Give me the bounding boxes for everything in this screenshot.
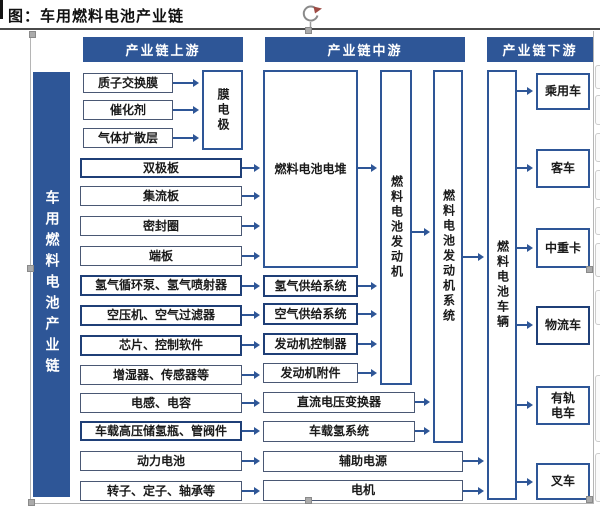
node-catalyst: 催化剂 xyxy=(83,100,173,120)
cropped-shape-artifact xyxy=(595,95,600,125)
flow-arrow xyxy=(463,457,484,466)
flow-arrow xyxy=(242,371,260,380)
node-fuel-cell-engine: 燃料电池发动机 xyxy=(380,70,412,385)
node-electric-motor: 电机 xyxy=(263,480,463,501)
node-hydrogen-supply-system: 氢气供给系统 xyxy=(263,275,358,297)
node-auxiliary-power: 辅助电源 xyxy=(263,451,463,472)
node-forklift: 叉车 xyxy=(536,463,590,500)
flow-arrow xyxy=(242,399,260,408)
node-air-supply-system: 空气供给系统 xyxy=(263,303,358,325)
flow-arrow xyxy=(358,340,377,349)
flow-arrow xyxy=(517,164,533,173)
node-humidifier-sensors: 增湿器、传感器等 xyxy=(80,365,242,385)
header-midstream: 产业链中游 xyxy=(265,37,465,62)
flow-arrow xyxy=(242,192,260,201)
cropped-shape-artifact xyxy=(595,243,600,277)
node-rotor-stator-bearing: 转子、定子、轴承等 xyxy=(80,481,242,501)
flow-arrow xyxy=(242,222,260,231)
node-fuel-cell-stack: 燃料电池电堆 xyxy=(263,70,358,268)
node-gas-diffusion-layer: 气体扩散层 xyxy=(83,128,173,148)
flow-arrow xyxy=(242,252,260,261)
node-power-battery: 动力电池 xyxy=(80,451,242,471)
title-underline xyxy=(0,28,600,30)
flow-arrow xyxy=(517,478,533,487)
flow-arrow xyxy=(517,87,533,96)
node-hydrogen-pump-injector: 氢气循环泵、氢气喷射器 xyxy=(80,275,242,296)
flow-arrow xyxy=(242,487,260,496)
node-chip-control-software: 芯片、控制软件 xyxy=(80,335,242,356)
node-current-collector-plate: 集流板 xyxy=(80,186,242,206)
flow-arrow xyxy=(242,427,260,436)
node-inductor-capacitor: 电感、电容 xyxy=(80,393,242,413)
flow-arrow xyxy=(358,369,377,378)
selection-handle[interactable] xyxy=(28,499,35,506)
flow-arrow xyxy=(173,106,199,115)
figure-title: 图：车用燃料电池产业链 xyxy=(8,7,185,25)
flow-arrow xyxy=(242,341,260,350)
flow-arrow xyxy=(517,244,533,253)
node-sealing-ring: 密封圈 xyxy=(80,216,242,236)
flow-arrow xyxy=(242,311,260,320)
node-membrane-electrode: 膜电极 xyxy=(202,70,243,150)
flow-arrow xyxy=(463,487,484,496)
flow-arrow xyxy=(412,228,430,237)
flow-arrow xyxy=(242,164,260,173)
selection-handle[interactable] xyxy=(29,31,36,38)
flow-arrow xyxy=(242,457,260,466)
node-end-plate: 端板 xyxy=(80,246,242,266)
node-fuel-cell-vehicle: 燃料电池车辆 xyxy=(487,70,517,500)
node-onboard-hydrogen-system: 车载氢系统 xyxy=(263,421,415,442)
flow-arrow xyxy=(358,164,377,173)
flow-arrow xyxy=(463,253,484,262)
node-passenger-car: 乘用车 xyxy=(536,73,590,110)
header-upstream: 产业链上游 xyxy=(83,37,243,62)
node-engine-controller: 发动机控制器 xyxy=(263,333,358,355)
selection-right-edge xyxy=(593,31,594,503)
flow-arrow xyxy=(415,427,430,436)
node-tram: 有轨电车 xyxy=(536,386,590,425)
selection-handle[interactable] xyxy=(27,265,34,272)
header-downstream: 产业链下游 xyxy=(487,37,593,62)
node-engine-accessories: 发动机附件 xyxy=(263,363,358,383)
node-fuel-cell-engine-system: 燃料电池发动机系统 xyxy=(433,70,463,443)
flow-arrow xyxy=(242,282,260,291)
cropped-shape-artifact xyxy=(595,170,600,200)
cropped-shape-artifact xyxy=(595,207,600,235)
flow-arrow xyxy=(517,321,533,330)
node-hydrogen-tank-valves: 车载高压储氢瓶、管阀件 xyxy=(80,421,242,441)
flow-arrow xyxy=(173,79,199,88)
flow-arrow xyxy=(173,134,199,143)
node-medium-heavy-truck: 中重卡 xyxy=(536,228,590,268)
selection-handle[interactable] xyxy=(305,27,312,34)
flow-arrow xyxy=(517,401,533,410)
node-dc-voltage-converter: 直流电压变换器 xyxy=(263,392,415,413)
cropped-shape-artifact xyxy=(595,65,600,89)
node-air-compressor-filter: 空压机、空气过滤器 xyxy=(80,305,242,326)
node-proton-exchange-membrane: 质子交换膜 xyxy=(83,73,173,93)
flow-arrow xyxy=(358,282,377,291)
cropped-shape-artifact xyxy=(595,375,600,442)
flow-arrow xyxy=(358,310,377,319)
cropped-shape-artifact xyxy=(595,453,600,502)
flow-arrow xyxy=(415,398,430,407)
selection-bottom-edge xyxy=(30,503,594,504)
selection-handle[interactable] xyxy=(305,497,312,504)
node-bipolar-plate: 双极板 xyxy=(80,158,242,178)
node-logistics-vehicle: 物流车 xyxy=(536,306,590,345)
cropped-shape-artifact xyxy=(595,133,600,162)
industry-chain-sidebar: 车用燃料电池产业链 xyxy=(33,72,70,497)
selection-handle[interactable] xyxy=(586,266,593,273)
page-edge-mark xyxy=(0,0,3,19)
selection-handle[interactable] xyxy=(586,496,593,503)
node-bus: 客车 xyxy=(536,149,590,188)
cropped-shape-artifact xyxy=(595,290,600,325)
